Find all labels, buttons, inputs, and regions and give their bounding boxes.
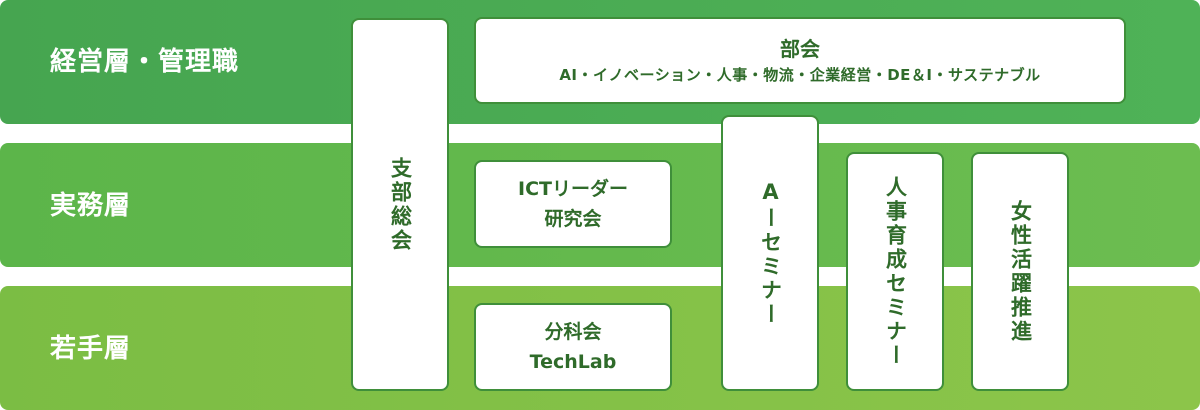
women-empowerment-label: 女性活躍推進 bbox=[1008, 199, 1033, 344]
ict-leader-label: ICTリーダー bbox=[518, 178, 628, 200]
techlab-label: TechLab bbox=[529, 351, 617, 373]
subcommittee-box: 部会 AI・イノベーション・人事・物流・企業経営・DE＆I・サステナブル bbox=[474, 17, 1126, 104]
breakout-session-label: 分科会 bbox=[544, 321, 602, 343]
ai-seminar-box: Aーセミナー bbox=[721, 115, 819, 391]
subcommittee-topics: AI・イノベーション・人事・物流・企業経営・DE＆I・サステナブル bbox=[559, 65, 1041, 84]
band-label-management: 経営層・管理職 bbox=[50, 47, 240, 77]
ai-seminar-label: Aーセミナー bbox=[758, 179, 783, 327]
women-empowerment-box: 女性活躍推進 bbox=[971, 152, 1069, 391]
study-group-label: 研究会 bbox=[544, 208, 602, 230]
branch-general-meeting-box: 支部総会 bbox=[351, 18, 449, 391]
hr-development-seminar-box: 人事育成セミナー bbox=[846, 152, 944, 391]
subcommittee-title: 部会 bbox=[780, 36, 820, 61]
branch-general-meeting-label: 支部総会 bbox=[388, 156, 413, 253]
band-label-practitioner: 実務層 bbox=[50, 191, 132, 221]
ict-leader-study-box: ICTリーダー 研究会 bbox=[474, 160, 672, 248]
band-label-young: 若手層 bbox=[50, 334, 132, 364]
techlab-box: 分科会 TechLab bbox=[474, 303, 672, 391]
hr-development-seminar-label: 人事育成セミナー bbox=[883, 175, 908, 368]
